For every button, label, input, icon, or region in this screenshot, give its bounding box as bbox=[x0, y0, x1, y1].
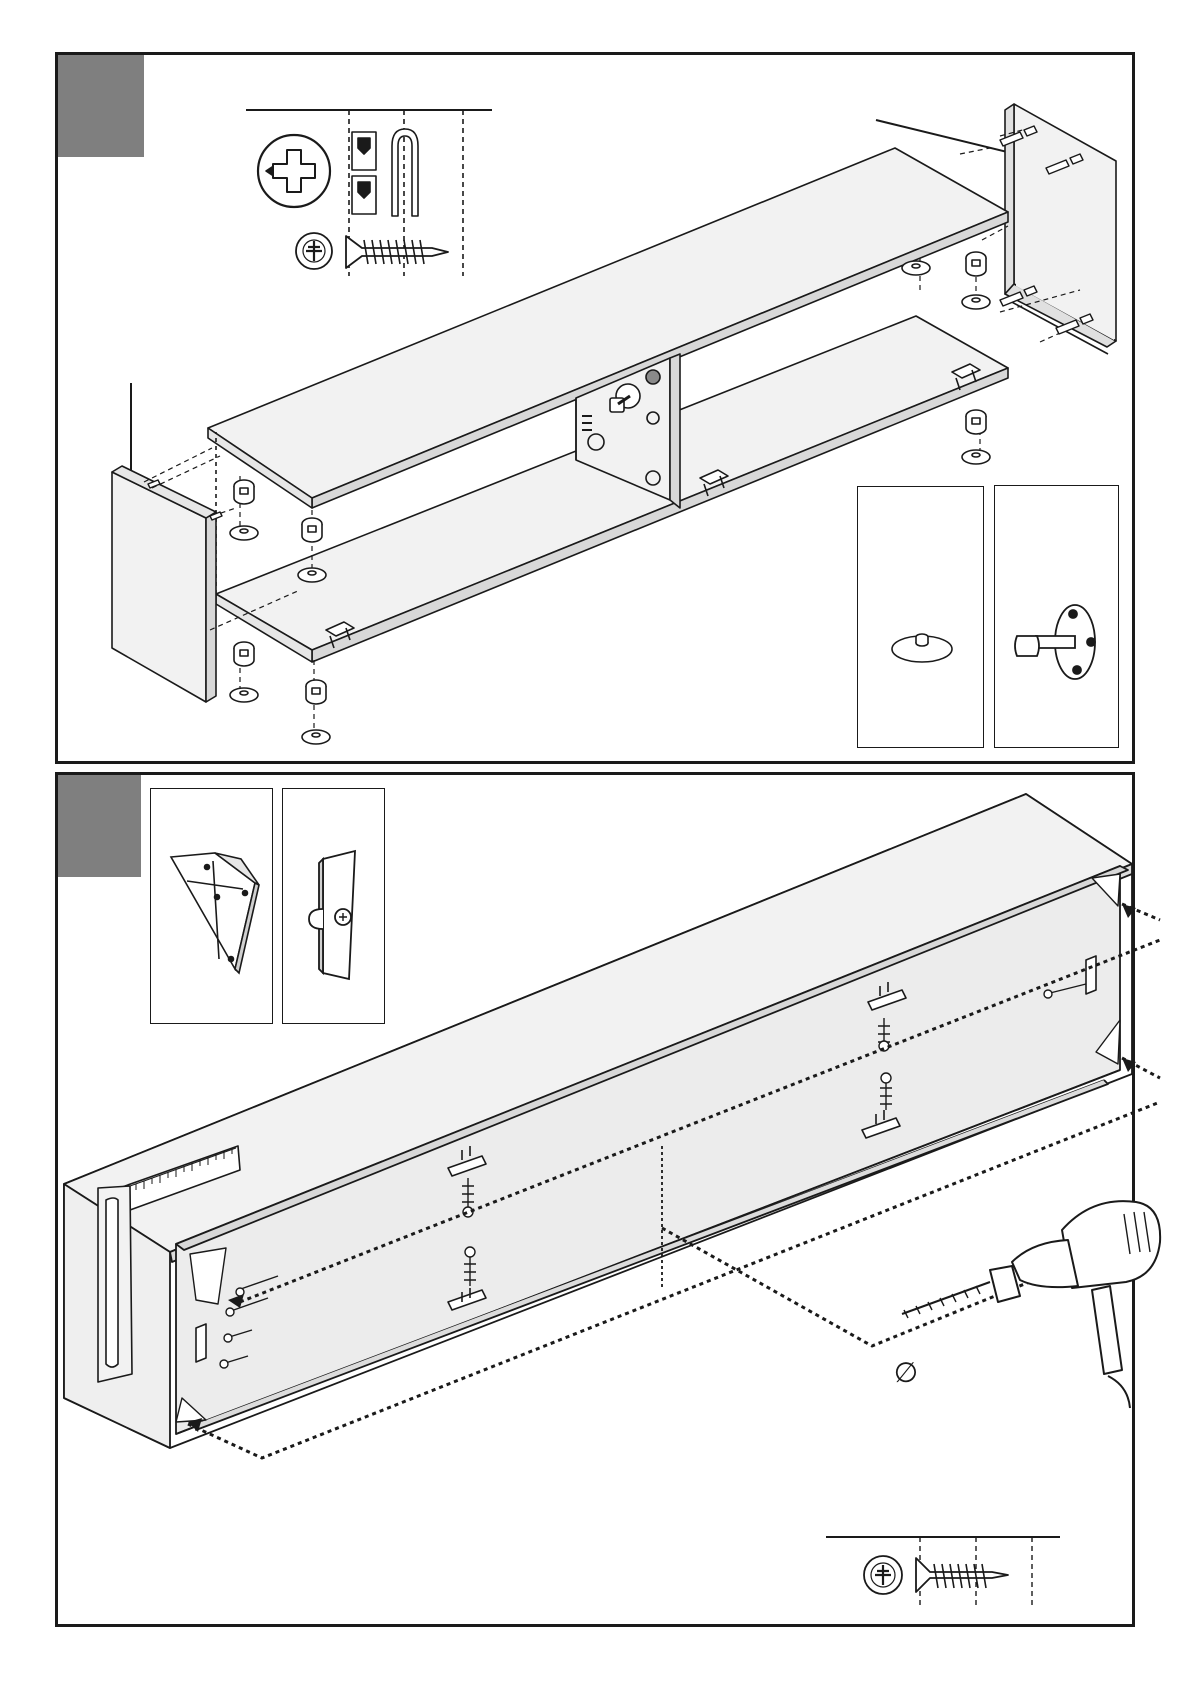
inset-cam-base-detail bbox=[857, 486, 984, 748]
inset-corner-bracket-detail bbox=[150, 788, 273, 1024]
step-badge-1 bbox=[58, 55, 144, 157]
corner-bracket-detail-drawing bbox=[151, 789, 274, 1025]
inset-cam-bolt-detail bbox=[994, 485, 1119, 748]
inset-wall-bracket-detail bbox=[282, 788, 385, 1024]
step-badge-2 bbox=[58, 775, 141, 877]
wall-bracket-detail-drawing bbox=[283, 789, 386, 1025]
cam-bolt-detail-drawing bbox=[995, 486, 1120, 749]
cam-base-detail-drawing bbox=[858, 487, 985, 749]
